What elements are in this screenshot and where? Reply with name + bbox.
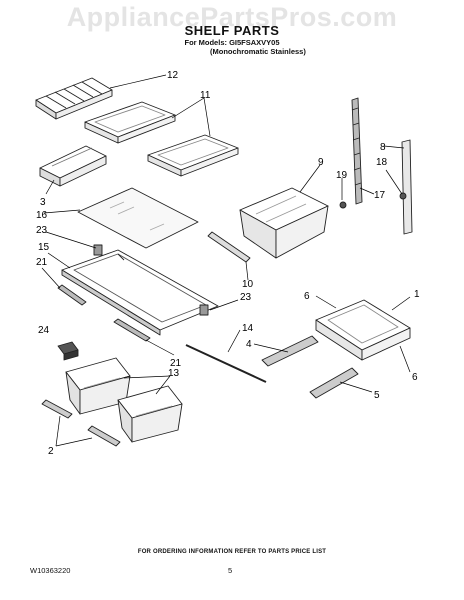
part-14-rod[interactable] [185,344,267,383]
part-9-tray[interactable] [239,187,329,259]
part-4-slide-rail[interactable] [261,335,319,367]
callout-6-lower: 6 [412,372,418,383]
callout-2: 2 [48,446,54,457]
part-3-small-bin[interactable] [39,145,107,187]
part-10-rail[interactable] [207,231,251,263]
callout-15: 15 [38,242,50,253]
callout-17: 17 [374,190,386,201]
part-17-shelf-ladder[interactable] [351,97,363,205]
model-finish: (Monochromatic Stainless) [210,47,306,56]
callout-11: 11 [200,90,211,101]
callout-4: 4 [246,339,252,350]
callout-13: 13 [168,368,180,379]
page-title: SHELF PARTS [184,23,280,38]
part-24-clip[interactable] [57,341,79,361]
part-13-drawer-lower[interactable] [117,385,183,443]
callout-21-upper: 21 [36,257,48,268]
part-8-vertical-strip[interactable] [401,139,413,235]
leader-lines [41,74,411,447]
callout-24: 24 [38,325,50,336]
part-16-glass-panel[interactable] [77,187,199,249]
part-21-clip-lower[interactable] [113,318,151,342]
part-2-rail-upper[interactable] [41,399,73,419]
callout-12: 12 [167,70,179,81]
document-number: W10363220 [30,566,71,575]
callout-1: 1 [414,289,420,300]
callout-21-lower: 21 [170,358,182,369]
part-21-clip-upper[interactable] [57,284,87,306]
part-18-screw[interactable] [399,192,407,200]
part-19-screw[interactable] [339,201,347,209]
part-12-door-bin[interactable] [35,77,113,120]
part-15-shelf-frame[interactable] [61,244,219,336]
part-2-rail-lower[interactable] [87,425,121,447]
callout-18: 18 [376,157,388,168]
ordering-note: FOR ORDERING INFORMATION REFER TO PARTS … [137,549,327,555]
callout-14: 14 [242,323,254,334]
callout-6-upper: 6 [304,291,310,302]
callout-23-lower: 23 [240,292,252,303]
part-13-drawer-upper[interactable] [65,357,131,415]
callout-8: 8 [380,142,386,153]
callout-3: 3 [40,197,46,208]
part-5-slide-rail[interactable] [309,367,359,399]
callout-16: 16 [36,210,48,221]
model-line: For Models: GI5FSAXVY05 [184,38,280,47]
watermark: AppliancePartsPros.com [66,2,398,32]
part-11-glass-shelf-left[interactable] [84,101,176,144]
callout-10: 10 [242,279,254,290]
part-1-shelf[interactable] [315,299,411,361]
callout-23-upper: 23 [36,225,48,236]
callout-9: 9 [318,157,324,168]
callout-5: 5 [374,390,380,401]
page-number: 5 [228,566,233,575]
callout-19: 19 [336,170,348,181]
part-11-glass-shelf-right[interactable] [147,134,239,177]
